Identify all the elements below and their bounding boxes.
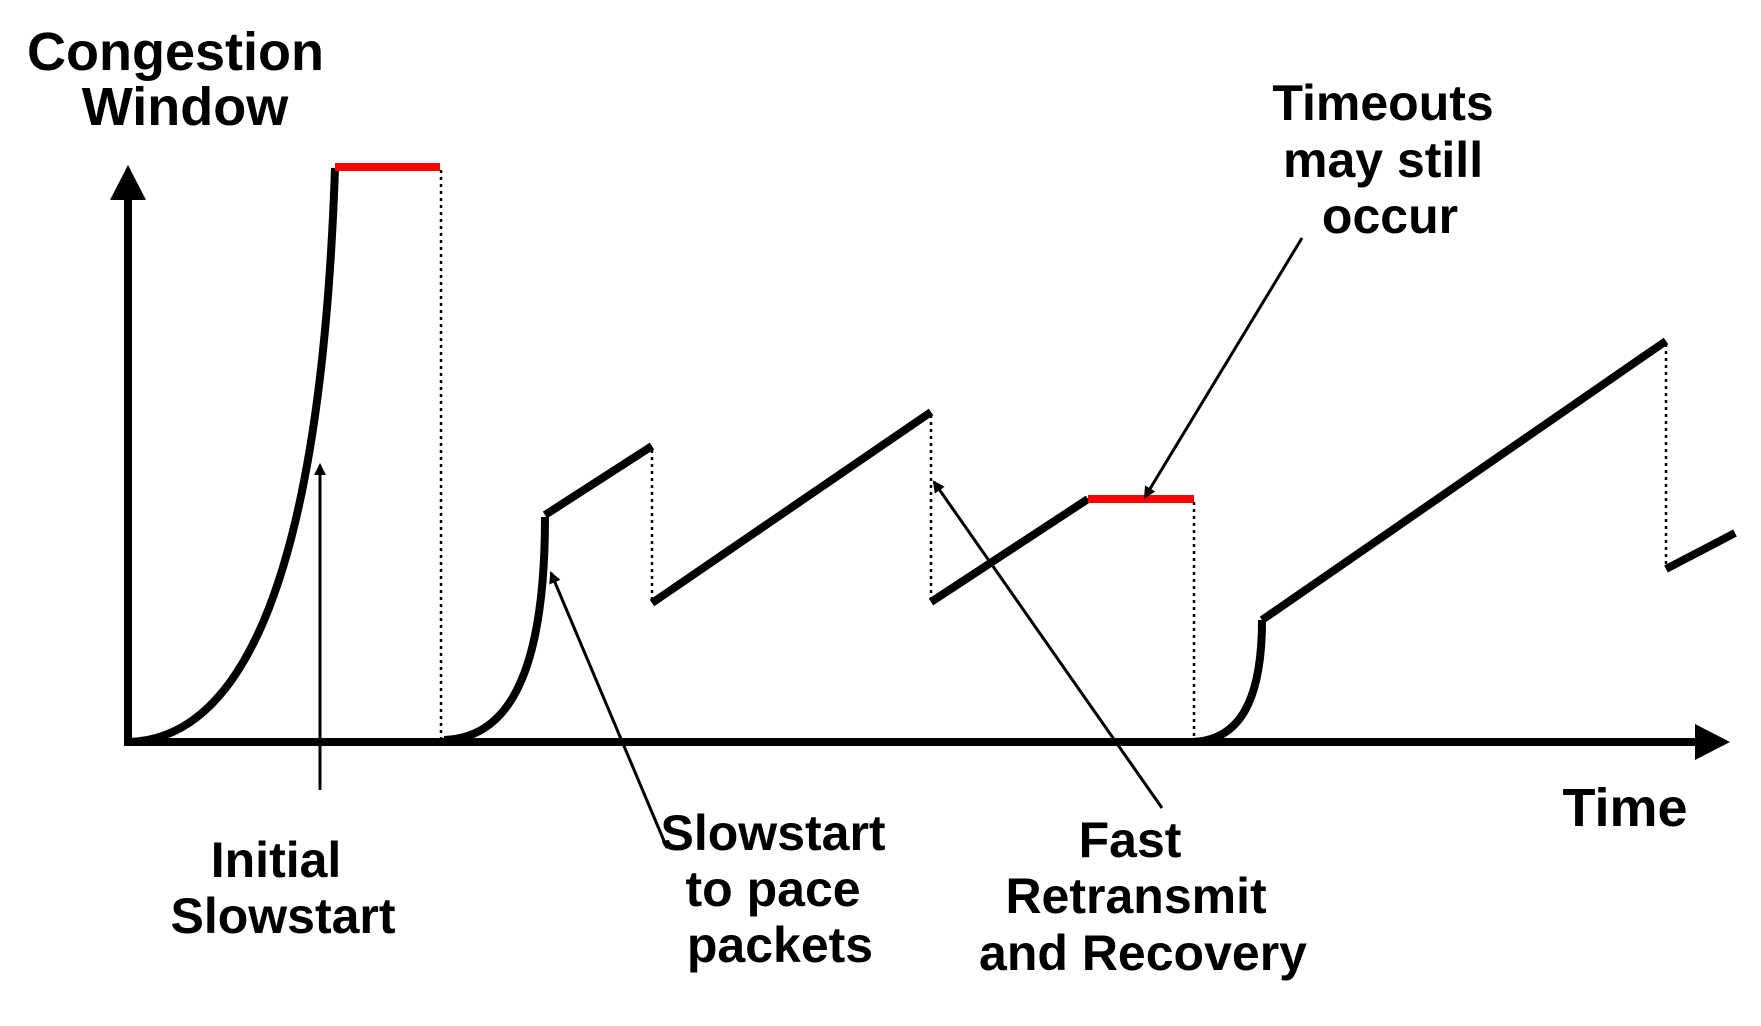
arrow-fast-retransmit <box>932 480 1164 809</box>
arrow-slowstart-pace <box>549 571 669 849</box>
cwnd-line-2 <box>649 408 934 607</box>
cwnd-line-5 <box>1664 529 1737 573</box>
label-fast-retransmit: Fast Retransmit and Recovery <box>979 812 1307 981</box>
slowstart-curve-2 <box>443 516 549 744</box>
cwnd-line-3 <box>928 495 1091 606</box>
annotation-arrows <box>314 237 1304 849</box>
label-slowstart-pace: Slowstart to pace packets <box>661 805 900 973</box>
y-axis-arrowhead <box>110 165 146 200</box>
initial-slowstart-curve <box>127 167 339 746</box>
cwnd-trace <box>127 167 1737 746</box>
slowstart-curve-3 <box>1192 619 1266 746</box>
label-initial-slowstart: Initial Slowstart <box>170 832 395 944</box>
label-timeouts: Timeouts may still occur <box>1272 75 1507 244</box>
arrow-timeouts <box>1143 237 1304 499</box>
cwnd-line-4 <box>1259 337 1669 624</box>
x-axis-title: Time <box>1562 778 1687 838</box>
x-axis-arrowhead <box>1695 724 1730 760</box>
y-axis-title: Congestion Window <box>27 22 339 137</box>
drop-lines <box>439 170 1668 740</box>
cwnd-line-1 <box>542 442 655 519</box>
